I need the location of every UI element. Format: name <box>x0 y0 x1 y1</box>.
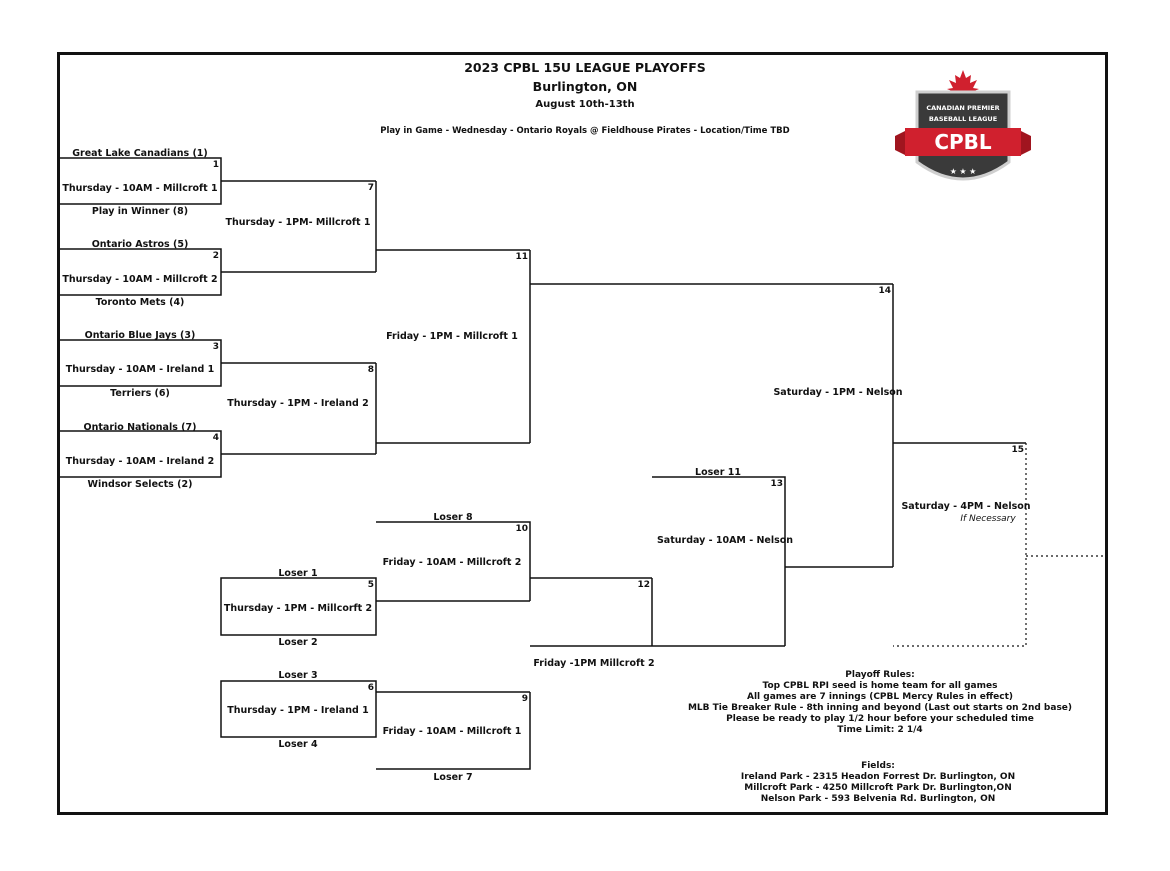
game-info-11: Friday - 1PM - Millcroft 1 <box>386 331 518 342</box>
loser-7-label: Loser 7 <box>433 772 473 783</box>
game-number-12: 12 <box>637 580 650 590</box>
loser-1-label: Loser 1 <box>278 568 318 579</box>
game-5-bracket <box>220 577 377 636</box>
game-number-3: 3 <box>212 342 219 352</box>
game-number-10: 10 <box>515 524 528 534</box>
game-number-14: 14 <box>878 286 891 296</box>
game-info-15: Saturday - 4PM - Nelson <box>901 501 1031 512</box>
logo-top-text: CANADIAN PREMIER <box>926 104 999 112</box>
game-number-11: 11 <box>515 252 528 262</box>
game-3-bracket <box>59 339 222 387</box>
team-seed-4: Toronto Mets (4) <box>95 297 185 308</box>
loser-11-label: Loser 11 <box>695 467 741 478</box>
rules-line: MLB Tie Breaker Rule - 8th inning and be… <box>687 703 1073 713</box>
rules-line: Time Limit: 2 1/4 <box>837 725 923 735</box>
game-number-5: 5 <box>367 580 374 590</box>
rules-heading: Playoff Rules: <box>845 670 915 680</box>
game-15-note: If Necessary <box>960 514 1016 524</box>
game-13-bracket <box>652 476 786 646</box>
loser-4-label: Loser 4 <box>278 739 318 750</box>
rules-line: All games are 7 innings (CPBL Mercy Rule… <box>746 692 1013 702</box>
game-number-15: 15 <box>1011 445 1024 455</box>
game-info-9: Friday - 10AM - Millcroft 1 <box>382 726 522 737</box>
game-number-7: 7 <box>367 183 374 193</box>
game-9-bracket <box>376 692 531 770</box>
game-number-8: 8 <box>367 365 374 375</box>
field-line: Ireland Park - 2315 Headon Forrest Dr. B… <box>740 772 1016 782</box>
cpbl-logo: CANADIAN PREMIER BASEBALL LEAGUE CPBL ★ … <box>895 70 1031 181</box>
game-number-9: 9 <box>521 694 528 704</box>
game-info-1: Thursday - 10AM - Millcroft 1 <box>62 183 218 194</box>
page-dates: August 10th-13th <box>535 99 635 110</box>
loser-2-label: Loser 2 <box>278 637 318 648</box>
game-info-6: Thursday - 1PM - Ireland 1 <box>227 705 369 716</box>
game-1-bracket <box>59 157 222 205</box>
field-line: Millcroft Park - 4250 Millcroft Park Dr.… <box>744 783 1012 793</box>
team-seed-1: Great Lake Canadians (1) <box>72 148 208 159</box>
team-seed-3: Ontario Blue Jays (3) <box>84 330 196 341</box>
game-info-7: Thursday - 1PM- Millcroft 1 <box>225 217 371 228</box>
logo-middle-text: BASEBALL LEAGUE <box>929 115 997 123</box>
game-info-10: Friday - 10AM - Millcroft 2 <box>382 557 522 568</box>
play-in-note: Play in Game - Wednesday - Ontario Royal… <box>380 126 790 136</box>
fields-heading: Fields: <box>861 761 895 771</box>
team-seed-5: Ontario Astros (5) <box>91 239 189 250</box>
game-4-bracket <box>59 430 222 478</box>
game-number-2: 2 <box>212 251 219 261</box>
team-seed-6: Terriers (6) <box>110 388 170 399</box>
game-10-bracket <box>376 521 531 601</box>
game-2-bracket <box>59 248 222 296</box>
rules-line: Please be ready to play 1/2 hour before … <box>726 714 1034 724</box>
game-info-12: Friday -1PM Millcroft 2 <box>533 658 655 669</box>
game-info-13: Saturday - 10AM - Nelson <box>656 535 794 546</box>
page-title: 2023 CPBL 15U LEAGUE PLAYOFFS <box>464 60 706 75</box>
game-info-3: Thursday - 10AM - Ireland 1 <box>65 364 215 375</box>
game-number-1: 1 <box>212 160 219 170</box>
game-number-13: 13 <box>770 479 783 489</box>
logo-stars: ★ ★ ★ <box>950 167 977 176</box>
playoff-rules: Playoff Rules: Top CPBL RPI seed is home… <box>688 670 1072 736</box>
logo-banner-text: CPBL <box>934 130 992 154</box>
field-line: Nelson Park - 593 Belvenia Rd. Burlingto… <box>760 794 996 804</box>
bracket-frame <box>57 52 1108 815</box>
page-location: Burlington, ON <box>532 79 638 94</box>
loser-8-label: Loser 8 <box>433 512 473 523</box>
game-info-14: Saturday - 1PM - Nelson <box>773 387 903 398</box>
team-seed-7: Ontario Nationals (7) <box>83 422 197 433</box>
game-15-dashed-bracket <box>893 443 1027 647</box>
game-info-8: Thursday - 1PM - Ireland 2 <box>227 398 369 409</box>
game-6-bracket <box>220 680 377 738</box>
fields-list: Fields: Ireland Park - 2315 Headon Forre… <box>741 761 1015 805</box>
rules-line: Top CPBL RPI seed is home team for all g… <box>762 681 998 691</box>
team-seed-2: Windsor Selects (2) <box>87 479 193 490</box>
game-info-2: Thursday - 10AM - Millcroft 2 <box>62 274 218 285</box>
loser-3-label: Loser 3 <box>278 670 318 681</box>
game-info-4: Thursday - 10AM - Ireland 2 <box>65 456 215 467</box>
game-number-6: 6 <box>367 683 374 693</box>
game-number-4: 4 <box>212 433 219 443</box>
team-seed-8: Play in Winner (8) <box>91 206 189 217</box>
game-info-5: Thursday - 1PM - Millcorft 2 <box>223 603 373 614</box>
